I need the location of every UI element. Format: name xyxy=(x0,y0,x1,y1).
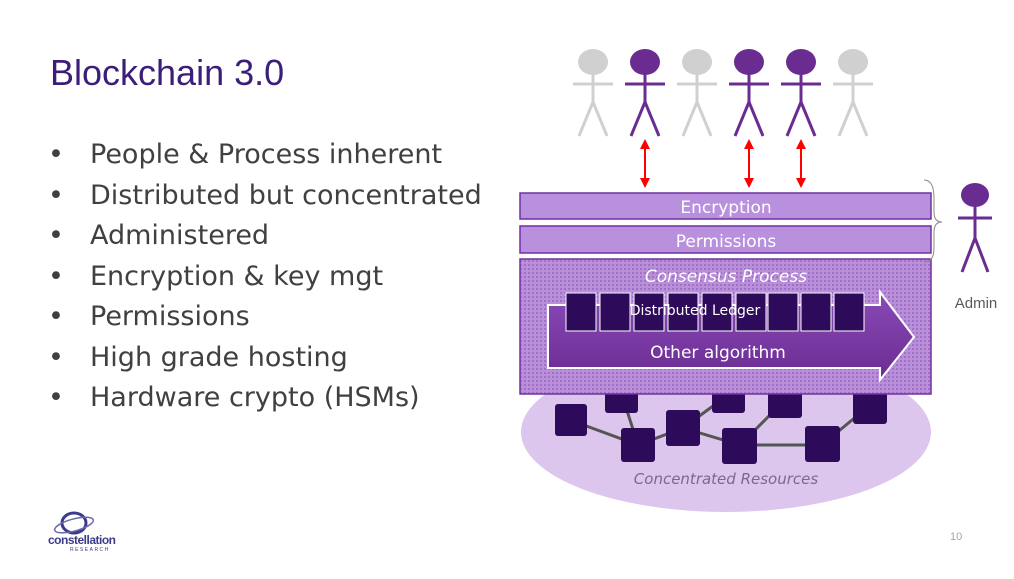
bullet-item: Permissions xyxy=(48,298,482,339)
ledger-block xyxy=(767,292,799,332)
ledger-block xyxy=(701,292,733,332)
permissions-label: Permissions xyxy=(676,232,777,252)
bullet-item: Distributed but concentrated xyxy=(48,177,482,218)
logo-subtitle: RESEARCH xyxy=(70,547,110,553)
ledger-block xyxy=(633,292,665,332)
person-inactive-icon xyxy=(833,49,873,137)
consensus-label: Consensus Process xyxy=(645,267,807,287)
access-arrows xyxy=(640,139,806,188)
person-inactive-icon xyxy=(677,49,717,137)
ledger-blocks xyxy=(565,292,865,332)
resources-label: Concentrated Resources xyxy=(634,470,819,488)
encryption-bar xyxy=(519,192,932,220)
network-node xyxy=(853,390,887,424)
slide-title: Blockchain 3.0 xyxy=(50,52,285,93)
bullet-item: High grade hosting xyxy=(48,339,482,380)
network-node xyxy=(722,428,757,464)
bullet-item: Hardware crypto (HSMs) xyxy=(48,379,482,420)
admin-person-icon xyxy=(958,183,992,273)
page-number: 10 xyxy=(950,531,963,543)
ledger-block xyxy=(565,292,597,332)
person-inactive-icon xyxy=(573,49,613,137)
network-node xyxy=(666,410,700,446)
ledger-block xyxy=(833,292,865,332)
admin-brace xyxy=(923,179,943,263)
person-active-icon xyxy=(729,49,769,137)
admin-label: Admin xyxy=(955,295,998,312)
bullet-list: People & Process inherent Distributed bu… xyxy=(48,136,482,420)
person-active-icon xyxy=(625,49,665,137)
logo-name: constellation xyxy=(48,533,116,547)
ledger-block xyxy=(800,292,832,332)
network-node xyxy=(621,428,655,462)
permissions-bar xyxy=(519,225,932,254)
ledger-block xyxy=(735,292,767,332)
algorithm-label: Other algorithm xyxy=(650,343,786,363)
ledger-block xyxy=(667,292,699,332)
bullet-item: Administered xyxy=(48,217,482,258)
network-node xyxy=(555,404,587,436)
bullet-item: Encryption & key mgt xyxy=(48,258,482,299)
network-node xyxy=(805,426,840,462)
ledger-label: Distributed Ledger xyxy=(630,303,761,319)
bullet-item: People & Process inherent xyxy=(48,136,482,177)
constellation-logo xyxy=(53,511,95,535)
person-active-icon xyxy=(781,49,821,137)
ledger-block xyxy=(599,292,631,332)
people-group xyxy=(573,49,873,137)
encryption-label: Encryption xyxy=(680,198,771,218)
